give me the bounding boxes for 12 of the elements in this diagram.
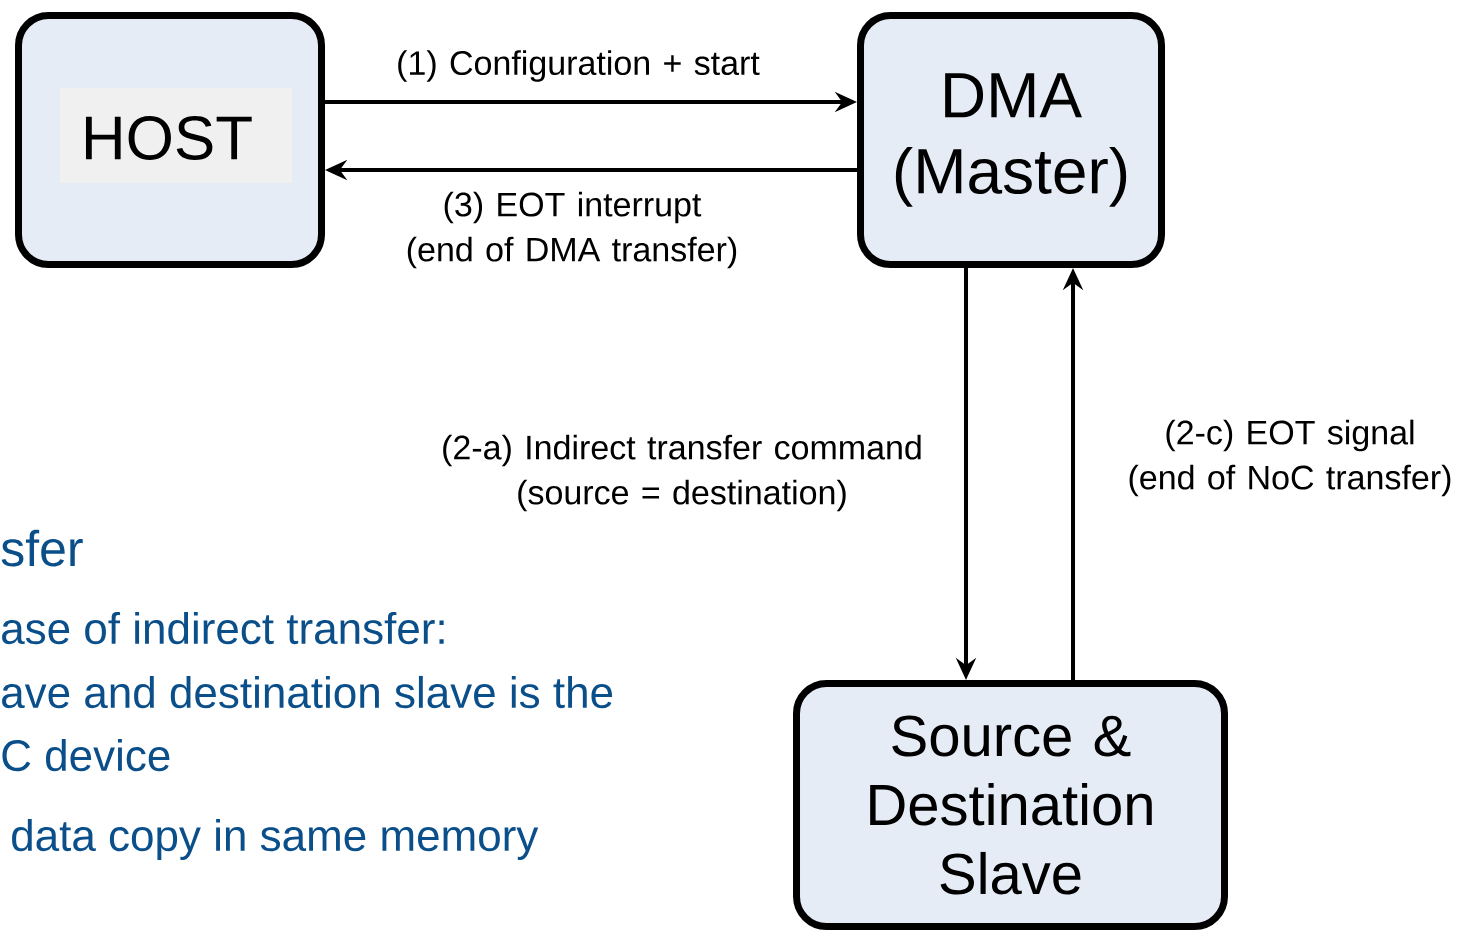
slide-text: ase of indirect transfer: [2,611,444,645]
edge-label: (1) Configuration + start [398,50,760,82]
slide-text: C device [2,738,170,772]
edge-label: (3) EOT interrupt (end of DMA transfer) [407,191,737,269]
edge-label: (2-a) Indirect transfer command (source = destination) [443,434,921,512]
process-box: DMA (Master) [857,12,1165,268]
slide-text: sfer [1,529,83,567]
edge-label: (2-c) EOT signal (end of NoC transfer) [1129,419,1451,497]
slide-text: data copy in same memory [12,818,539,860]
process-box: Source & Destination Slave [793,680,1228,930]
process-box: HOST [15,12,325,268]
slide-text: ave and destination slave is the [2,675,613,709]
